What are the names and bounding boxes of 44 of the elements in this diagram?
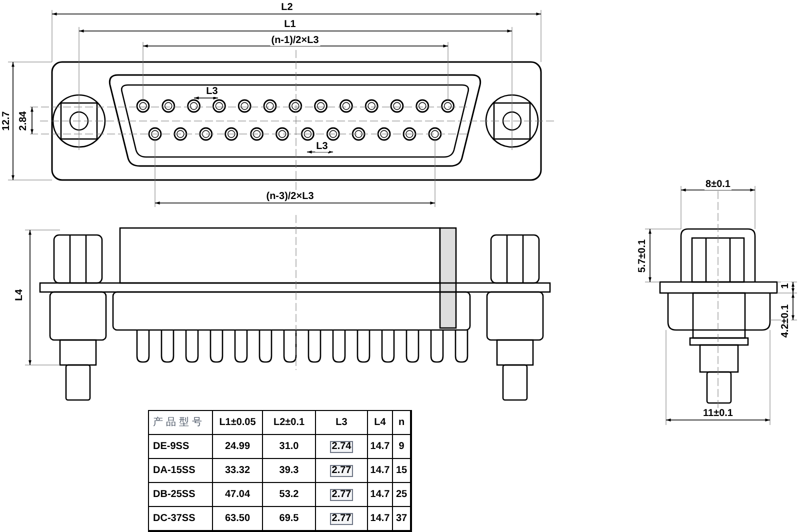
table-cell: L4	[368, 411, 393, 435]
table-cell: 33.32	[213, 459, 263, 483]
dimension-label: L2	[280, 3, 294, 13]
table-cell: 63.50	[213, 507, 263, 531]
table-cell: 37	[393, 507, 411, 531]
table-cell: 14.7	[368, 435, 393, 459]
dimension-label: L3	[205, 87, 219, 97]
table-cell: L1±0.05	[213, 411, 263, 435]
dimension-label: 5.7±0.1	[638, 238, 648, 274]
dimension-label: L3	[315, 142, 329, 152]
dimension-label: 4.2±0.1	[781, 303, 791, 339]
dimension-label: 12.7	[2, 110, 12, 132]
dimension-label: 2.84	[19, 110, 29, 132]
table-cell: 15	[393, 459, 411, 483]
dimension-label: 1	[781, 282, 791, 290]
table-cell: 2.77	[316, 459, 368, 483]
table-cell: DB-25SS	[149, 483, 213, 507]
dimension-label: L4	[15, 288, 25, 302]
table-cell: 14.7	[368, 483, 393, 507]
table-cell: 2.77	[316, 507, 368, 531]
table-cell: 2.77	[316, 483, 368, 507]
table-cell: 69.5	[263, 507, 316, 531]
table-cell: L2±0.1	[263, 411, 316, 435]
table-cell: L3	[316, 411, 368, 435]
dimension-label: 8±0.1	[704, 180, 732, 190]
dimension-label: L1	[283, 20, 297, 30]
dimension-label: (n-1)/2×L3	[270, 36, 320, 46]
table-cell: 47.04	[213, 483, 263, 507]
table-cell: 14.7	[368, 507, 393, 531]
table-cell: 31.0	[263, 435, 316, 459]
table-cell: 9	[393, 435, 411, 459]
table-cell: DE-9SS	[149, 435, 213, 459]
table-cell: n	[393, 411, 411, 435]
dimension-label: (n-3)/2×L3	[265, 192, 315, 202]
table-cell: DA-15SS	[149, 459, 213, 483]
table-cell: 2.74	[316, 435, 368, 459]
table-cell: 25	[393, 483, 411, 507]
table-cell: 53.2	[263, 483, 316, 507]
table-cell: 24.99	[213, 435, 263, 459]
table-cell: 14.7	[368, 459, 393, 483]
table-cell: 产品型号	[149, 411, 213, 435]
dimension-label: 11±0.1	[702, 409, 734, 419]
table-cell: 39.3	[263, 459, 316, 483]
table-cell: DC-37SS	[149, 507, 213, 531]
